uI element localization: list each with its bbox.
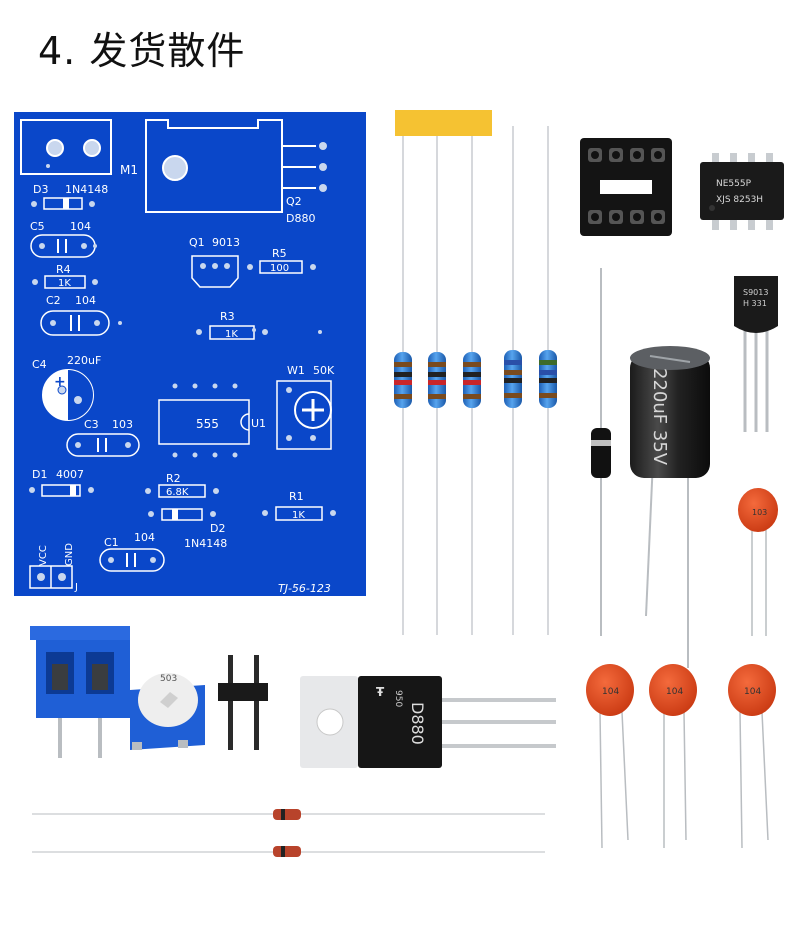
label-w1-val: 50K	[313, 364, 335, 377]
label-q1: Q1	[189, 236, 205, 249]
label-r1: R1	[289, 490, 304, 503]
label-r4: R4	[56, 263, 71, 276]
cap-103-text: 103	[752, 508, 767, 517]
label-c2-val: 104	[75, 294, 96, 307]
label-r5-val: 100	[270, 263, 289, 274]
label-board-id: TJ-56-123	[278, 582, 331, 595]
trimmer-potentiometer: 503	[130, 673, 205, 750]
label-c4-val: 220uF	[67, 354, 101, 367]
svg-text:Ŧ: Ŧ	[376, 685, 385, 699]
tip-brand: 950	[393, 690, 403, 707]
label-m1: M1	[120, 163, 138, 177]
label-c5-val: 104	[70, 220, 91, 233]
label-c3-val: 103	[112, 418, 133, 431]
label-r2: R2	[166, 472, 181, 485]
label-gnd: GND	[64, 543, 75, 566]
label-c4: C4	[32, 358, 47, 371]
svg-text:+: +	[54, 374, 66, 390]
label-j: J	[74, 582, 78, 593]
label-d2: D2	[210, 522, 225, 535]
transistor-text-1: S9013	[743, 288, 768, 297]
label-d1: D1	[32, 468, 47, 481]
electrolytic-capacitor: 220uF 35V	[630, 346, 710, 668]
cap-104-a-text: 104	[602, 687, 619, 697]
power-transistor-d880: Ŧ 950 D880	[300, 676, 556, 768]
chip-text-1: NE555P	[716, 179, 752, 189]
transistor-s9013: S9013 H 331	[734, 276, 778, 432]
label-q2-val: D880	[286, 212, 315, 225]
cap-104-b-text: 104	[666, 687, 683, 697]
pin-header	[218, 655, 268, 750]
label-r1-val: 1K	[292, 510, 305, 521]
page-title: 4. 发货散件	[38, 29, 246, 73]
label-c1: C1	[104, 536, 119, 549]
label-c1-val: 104	[134, 531, 155, 544]
label-q1-val: 9013	[212, 236, 240, 249]
cap-label: 220uF 35V	[649, 368, 670, 466]
ceramic-cap-104-b: 104	[649, 664, 697, 848]
transistor-text-2: H 331	[743, 299, 767, 308]
cap-104-c-text: 104	[744, 687, 761, 697]
ceramic-cap-103: 103	[738, 488, 778, 636]
pcb-board: M1 Q2 D880 D3 1N4148 C5 104 R4 1K C2 104	[14, 112, 366, 596]
label-vcc: VCC	[38, 545, 49, 566]
label-r5: R5	[272, 247, 287, 260]
label-r3: R3	[220, 310, 235, 323]
ic-chip: NE555P XJS 8253H	[700, 153, 784, 230]
ic-socket	[580, 138, 672, 236]
ceramic-cap-104-c: 104	[728, 664, 776, 849]
label-u1: U1	[251, 417, 266, 430]
label-r2-val: 6.8K	[166, 487, 189, 498]
ceramic-cap-104-a: 104	[586, 664, 634, 849]
label-d1-val: 4007	[56, 468, 84, 481]
label-d2-val: 1N4148	[184, 537, 227, 550]
label-c3: C3	[84, 418, 99, 431]
screw-terminal	[30, 626, 130, 758]
label-d3: D3	[33, 183, 48, 196]
chip-text-2: XJS 8253H	[716, 195, 763, 205]
label-c2: C2	[46, 294, 61, 307]
diode-1n4148-a	[32, 809, 545, 820]
label-d3-val: 1N4148	[65, 183, 108, 196]
label-r3-val: 1K	[225, 329, 238, 340]
label-q2: Q2	[286, 195, 302, 208]
resistor-set	[394, 350, 557, 408]
label-w1: W1	[287, 364, 305, 377]
tip-model: D880	[408, 702, 427, 745]
diode-4007	[591, 268, 611, 636]
label-r4-val: 1K	[58, 278, 71, 289]
label-ic: 555	[196, 417, 219, 431]
diode-1n4148-b	[32, 846, 545, 857]
label-c5: C5	[30, 220, 45, 233]
trimmer-text: 503	[160, 674, 177, 684]
